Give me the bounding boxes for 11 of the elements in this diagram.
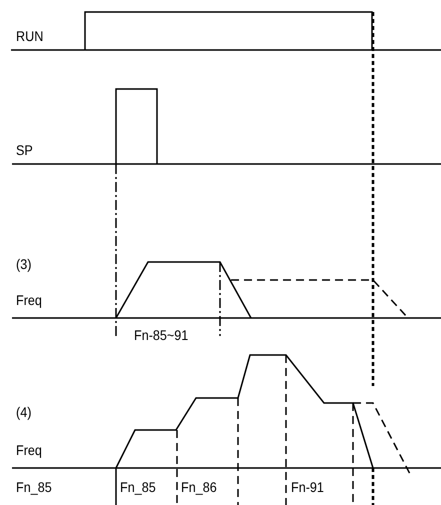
parameter-label: Fn-91 — [291, 479, 324, 495]
axis-label: Freq — [16, 292, 42, 308]
axis-label: Freq — [16, 442, 42, 458]
parameter-label: Fn_85 — [16, 479, 52, 495]
parameter-label: Fn_85 — [120, 479, 156, 495]
case-number: (3) — [16, 256, 32, 272]
signal-name: SP — [16, 142, 33, 158]
parameter-label: Fn_86 — [181, 479, 217, 495]
signal-name: RUN — [16, 28, 44, 44]
case-number: (4) — [16, 404, 32, 420]
parameter-label: Fn-85~91 — [134, 327, 188, 343]
